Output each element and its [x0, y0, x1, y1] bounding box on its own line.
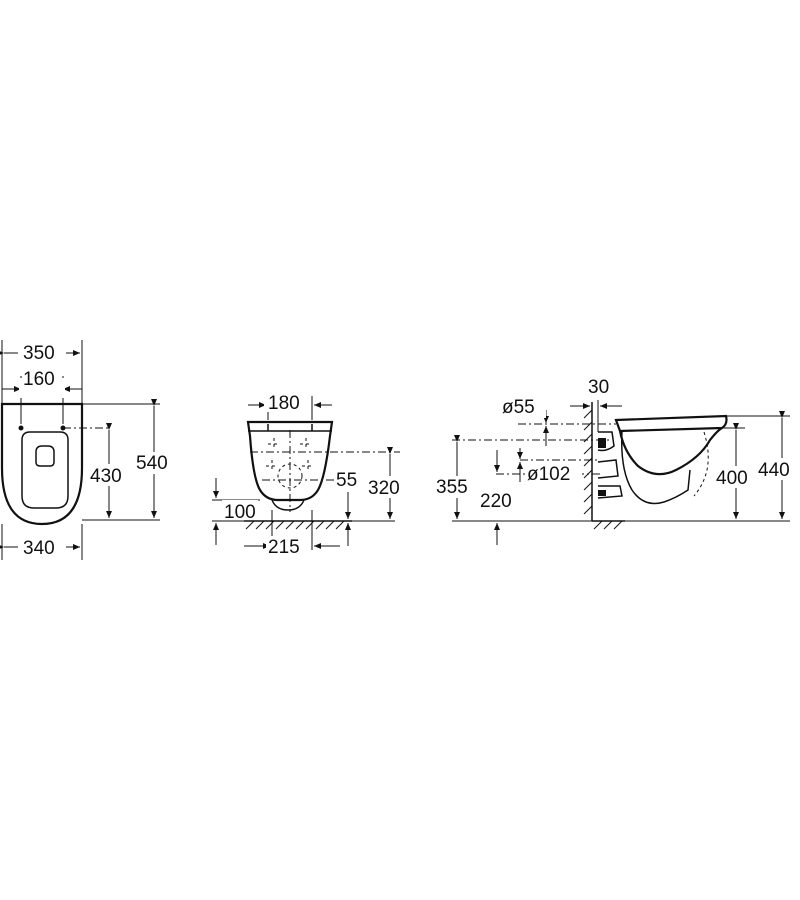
dim-55: 55: [336, 470, 357, 491]
dim-dia-102: ø102: [527, 464, 570, 485]
dim-350: 350: [23, 343, 55, 364]
dim-400: 400: [716, 468, 748, 489]
dim-320: 320: [368, 478, 400, 499]
dim-220: 220: [480, 491, 512, 512]
dim-430: 430: [90, 466, 122, 487]
front-view-fixing-marks: [266, 438, 314, 489]
front-view: 180 55 320 100 215: [212, 392, 410, 558]
top-view-seat-opening: [21, 431, 69, 509]
dim-180: 180: [268, 393, 300, 414]
dim-100: 100: [224, 502, 256, 523]
side-view: 30 ø55 ø102 355 220 400 440: [434, 376, 800, 545]
side-view-bowl: [618, 427, 723, 476]
side-view-seat: [614, 414, 728, 433]
dim-340: 340: [23, 538, 55, 559]
top-view-bowl-outline: [0, 402, 84, 526]
dim-355: 355: [436, 477, 468, 498]
dim-30: 30: [588, 377, 609, 398]
top-view: 350 160 340 430 540: [0, 340, 176, 560]
side-view-trap: [597, 431, 615, 452]
top-view-flush-hole: [35, 445, 55, 467]
front-view-outlet: [271, 499, 305, 511]
front-view-body-outline: [246, 420, 334, 502]
dim-440: 440: [758, 460, 790, 481]
dim-dia-55: ø55: [502, 397, 535, 418]
dim-215: 215: [268, 537, 300, 558]
dim-160: 160: [23, 369, 55, 390]
dim-540: 540: [136, 453, 168, 474]
top-view-fixing-hole-left: [18, 425, 24, 431]
